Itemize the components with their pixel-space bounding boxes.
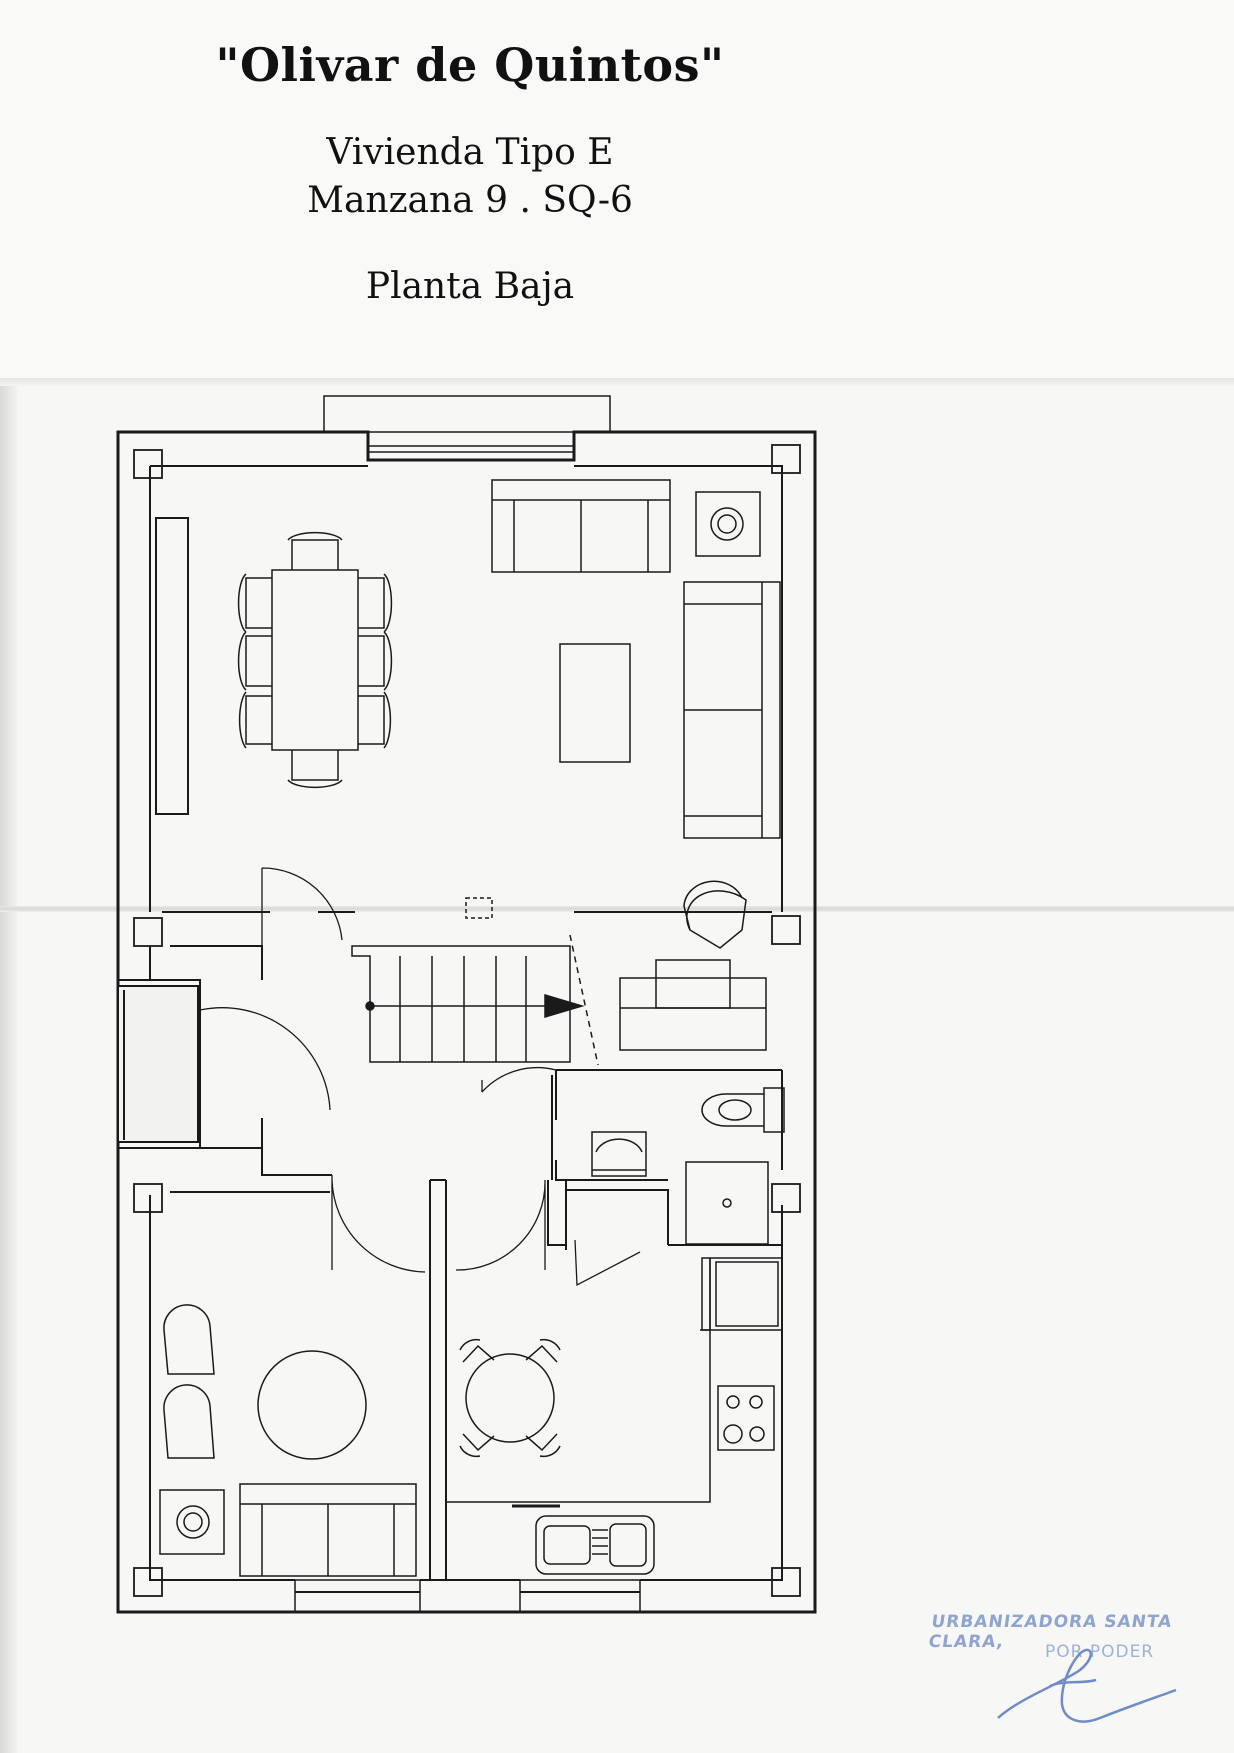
top-sheet — [0, 0, 1234, 380]
window-bottom-left — [294, 1579, 421, 1613]
sofa-bottom — [239, 1483, 417, 1577]
lounge-chairs — [163, 1304, 215, 1459]
kitchen-table-set — [459, 1338, 561, 1458]
staircase — [351, 897, 599, 1066]
toilet — [701, 1087, 785, 1133]
side-table-lamp-2 — [159, 1489, 225, 1555]
side-table-lamp — [695, 491, 761, 557]
round-table-living — [257, 1350, 367, 1460]
dwelling-type: Vivienda Tipo E — [326, 132, 614, 173]
company-stamp-authority: POR PODER — [1045, 1642, 1155, 1662]
sideboard — [155, 517, 189, 815]
floor-level: Planta Baja — [365, 266, 575, 307]
block-reference: Manzana 9 . SQ-6 — [307, 180, 633, 221]
armchair — [683, 880, 747, 949]
paper-crease — [0, 906, 1234, 912]
coffee-table — [559, 643, 631, 763]
doors — [199, 867, 641, 1287]
project-title: "Olivar de Quintos" — [215, 38, 725, 92]
window-top — [323, 395, 611, 453]
washbasin — [591, 1131, 647, 1177]
interior-walls — [162, 911, 782, 1580]
kitchen-counter — [446, 1257, 782, 1508]
cooktop — [717, 1385, 775, 1451]
window-bottom-right — [519, 1579, 641, 1613]
bench — [619, 959, 767, 1051]
sofa-right — [683, 581, 781, 839]
paper-fold — [0, 378, 1234, 386]
paper-edge-shadow — [0, 386, 18, 1753]
signature-icon — [997, 1648, 1177, 1723]
structural-pillars — [133, 444, 801, 1597]
shower-tray — [685, 1161, 769, 1245]
sofa-top — [491, 479, 671, 573]
kitchen-sink — [535, 1515, 655, 1575]
dining-set — [237, 531, 393, 789]
